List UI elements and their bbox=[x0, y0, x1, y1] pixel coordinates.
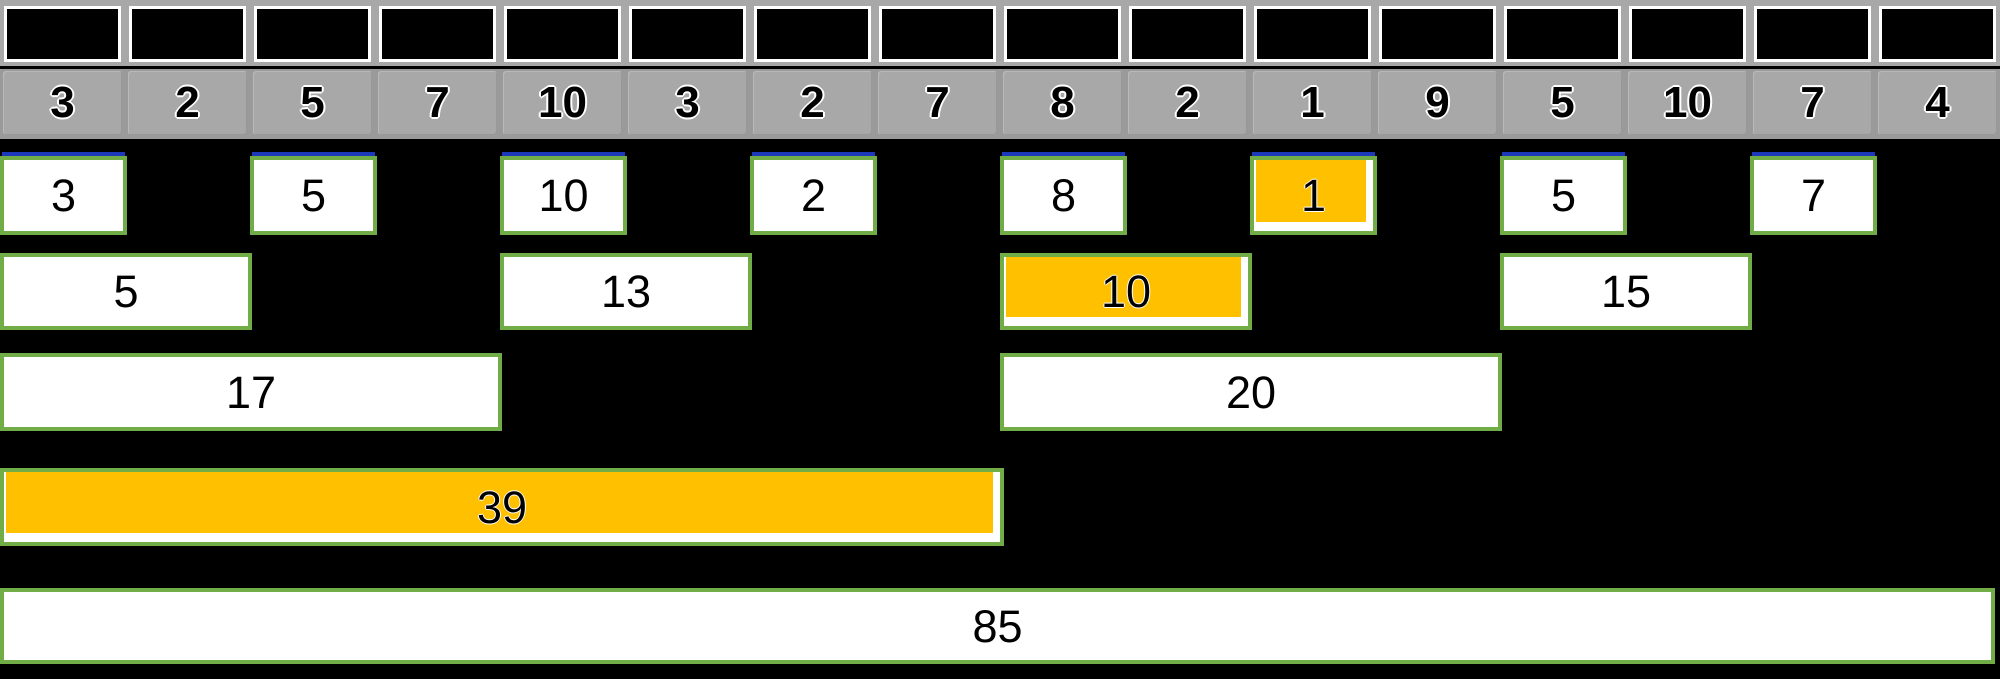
tree-node-value: 1 bbox=[1300, 170, 1327, 221]
array-cell-value: 7 bbox=[925, 78, 950, 127]
array-cell: 1 bbox=[1253, 71, 1372, 135]
empty-cell bbox=[504, 6, 621, 62]
tree-node-highlighted: 39 bbox=[0, 468, 1004, 546]
array-cell-value: 2 bbox=[800, 78, 825, 127]
tree-node: 13 bbox=[500, 253, 752, 330]
empty-cell bbox=[1379, 6, 1496, 62]
empty-cell-row bbox=[0, 0, 2000, 66]
empty-cell bbox=[879, 6, 996, 62]
tree-node: 5 bbox=[250, 152, 377, 235]
array-cell-value: 5 bbox=[300, 78, 325, 127]
tree-node-value: 17 bbox=[225, 366, 277, 418]
tree-node-value: 20 bbox=[1225, 366, 1277, 418]
array-cell: 5 bbox=[253, 71, 372, 135]
tree-node-highlighted: 1 bbox=[1250, 152, 1377, 235]
array-cell: 4 bbox=[1878, 71, 1997, 135]
tree-node-value: 10 bbox=[538, 170, 589, 221]
tree-node-value: 2 bbox=[800, 170, 827, 221]
array-cell: 7 bbox=[1753, 71, 1872, 135]
array-cell-value: 7 bbox=[1800, 78, 1825, 127]
array-table: 3 2 5 7 10 3 2 7 8 2 1 9 5 10 7 4 bbox=[0, 0, 2000, 139]
tree-node: 5 bbox=[0, 253, 252, 330]
array-cell: 8 bbox=[1003, 71, 1122, 135]
leaf-top-line bbox=[252, 152, 375, 156]
array-cell-value: 8 bbox=[1050, 78, 1075, 127]
tree-node-value: 13 bbox=[600, 266, 652, 317]
array-cell: 3 bbox=[3, 71, 122, 135]
array-cell: 7 bbox=[378, 71, 497, 135]
array-cell-value: 4 bbox=[1925, 78, 1950, 127]
array-cell: 2 bbox=[128, 71, 247, 135]
tree-node-value: 5 bbox=[113, 266, 139, 317]
tree-node: 5 bbox=[1500, 152, 1627, 235]
tree-node-value: 3 bbox=[50, 170, 77, 221]
tree-node-value: 8 bbox=[1050, 170, 1077, 221]
tree-node: 15 bbox=[1500, 253, 1752, 330]
tree-node: 17 bbox=[0, 353, 502, 431]
leaf-top-line bbox=[1252, 152, 1375, 156]
leaf-top-line bbox=[752, 152, 875, 156]
tree-node: 10 bbox=[500, 152, 627, 235]
empty-cell bbox=[629, 6, 746, 62]
row-separator bbox=[0, 66, 2000, 69]
highlight-fill bbox=[1256, 160, 1366, 222]
leaf-top-line bbox=[2, 152, 125, 156]
array-cell: 3 bbox=[628, 71, 747, 135]
leaf-top-line bbox=[1502, 152, 1625, 156]
tree-node: 3 bbox=[0, 152, 127, 235]
empty-cell bbox=[379, 6, 496, 62]
array-cell-value: 7 bbox=[425, 78, 450, 127]
array-cell-value: 2 bbox=[175, 78, 200, 127]
array-cell-value: 10 bbox=[1663, 78, 1712, 127]
array-cell-value: 1 bbox=[1300, 78, 1325, 127]
array-cell: 2 bbox=[753, 71, 872, 135]
tree-node-value: 15 bbox=[1600, 266, 1652, 317]
empty-cell bbox=[1754, 6, 1871, 62]
tree-node-value: 39 bbox=[476, 481, 528, 533]
array-cell: 10 bbox=[1628, 71, 1747, 135]
tree-node-value: 5 bbox=[300, 170, 327, 221]
leaf-top-line bbox=[1002, 152, 1125, 156]
empty-cell bbox=[1629, 6, 1746, 62]
tree-node: 2 bbox=[750, 152, 877, 235]
array-cell: 5 bbox=[1503, 71, 1622, 135]
empty-cell bbox=[1254, 6, 1371, 62]
tree-node: 20 bbox=[1000, 353, 1502, 431]
array-cell-value: 3 bbox=[675, 78, 700, 127]
tree-node-value: 10 bbox=[1100, 266, 1152, 317]
empty-cell bbox=[129, 6, 246, 62]
highlight-fill bbox=[6, 472, 993, 533]
array-cell: 2 bbox=[1128, 71, 1247, 135]
array-cell: 10 bbox=[503, 71, 622, 135]
empty-cell bbox=[4, 6, 121, 62]
array-cell-value: 9 bbox=[1425, 78, 1450, 127]
empty-cell bbox=[1004, 6, 1121, 62]
tree-node-value: 85 bbox=[972, 600, 1023, 652]
array-value-row: 3 2 5 7 10 3 2 7 8 2 1 9 5 10 7 4 bbox=[0, 69, 2000, 139]
empty-cell bbox=[1129, 6, 1246, 62]
tree-node: 8 bbox=[1000, 152, 1127, 235]
empty-cell bbox=[1879, 6, 1996, 62]
array-cell: 9 bbox=[1378, 71, 1497, 135]
empty-cell bbox=[1504, 6, 1621, 62]
empty-cell bbox=[754, 6, 871, 62]
highlight-fill bbox=[1006, 257, 1241, 317]
array-cell-value: 2 bbox=[1175, 78, 1200, 127]
tree-node-value: 7 bbox=[1800, 170, 1827, 221]
leaf-top-line bbox=[1752, 152, 1875, 156]
array-cell: 7 bbox=[878, 71, 997, 135]
leaf-top-line bbox=[502, 152, 625, 156]
tree-node-highlighted: 10 bbox=[1000, 253, 1252, 330]
tree-node-value: 5 bbox=[1550, 170, 1577, 221]
tree-node: 7 bbox=[1750, 152, 1877, 235]
array-cell-value: 5 bbox=[1550, 78, 1575, 127]
array-cell-value: 3 bbox=[50, 78, 75, 127]
empty-cell bbox=[254, 6, 371, 62]
tree-node: 85 bbox=[0, 588, 1995, 664]
array-cell-value: 10 bbox=[538, 78, 587, 127]
